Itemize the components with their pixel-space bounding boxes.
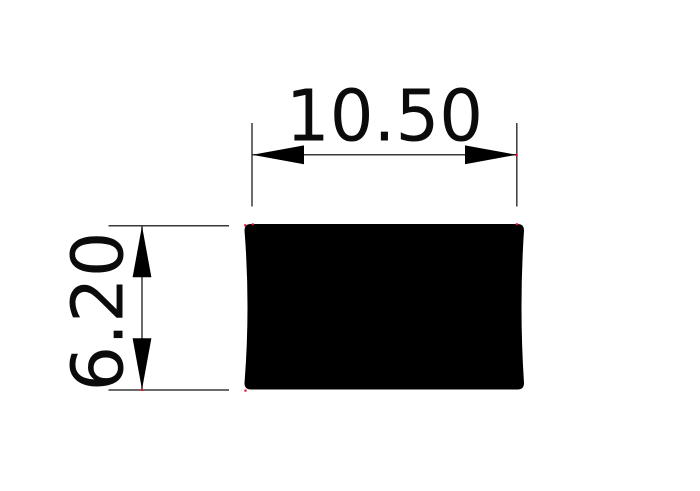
horizontal-dim-right-arrowhead [465,145,517,165]
horizontal-dim-left-arrowhead [252,145,304,165]
endpoint-marker-icon [140,388,144,391]
endpoint-marker-icon [515,153,518,156]
endpoint-marker-icon [251,223,254,226]
horizontal-dimension-label: 10.50 [286,76,483,158]
profile-shape [244,224,524,390]
endpoint-markers [140,153,519,392]
vertical-dimension-label: 6.20 [57,232,140,392]
vertical-dim-bottom-arrowhead [132,338,152,390]
endpoint-marker-icon [515,223,519,226]
endpoint-marker-icon [244,224,247,227]
vertical-dim-top-arrowhead [132,226,152,278]
endpoint-marker-icon [244,389,247,392]
